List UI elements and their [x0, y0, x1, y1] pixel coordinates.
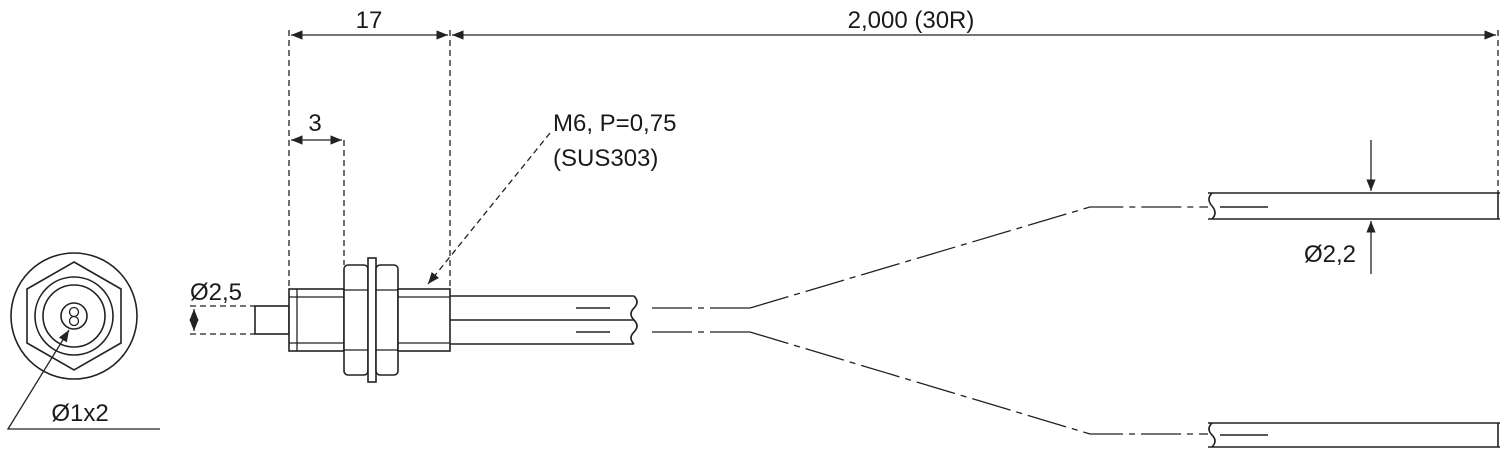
end-view-inner-circle	[42, 284, 106, 348]
head-length-label: 17	[356, 7, 383, 34]
cable-near-head	[450, 206, 1208, 435]
end-view-hex-nut	[26, 261, 122, 371]
cable-route-upper	[749, 206, 1208, 309]
cable-end-upper	[1208, 192, 1500, 220]
fiber-core-upper	[68, 306, 80, 318]
tip-diameter-dimension: Ø2,5	[189, 279, 255, 335]
end-view-tip-circle	[60, 302, 88, 330]
cable-length-label: 2,000 (30R)	[848, 7, 975, 34]
thread-callout: M6, P=0,75 (SUS303)	[427, 110, 676, 285]
end-view-outer-circle	[10, 252, 138, 380]
cable-break-mark	[630, 295, 638, 345]
hex-nut-rear	[375, 264, 399, 376]
cable-diameter-dimension: Ø2,2	[1304, 140, 1376, 274]
thread-spec-line2: (SUS303)	[553, 145, 658, 172]
end-view: Ø1x2	[6, 252, 160, 430]
end-view-thread-circle	[34, 276, 114, 356]
washer	[367, 257, 377, 383]
thread-spec-line1: M6, P=0,75	[553, 110, 676, 137]
threaded-sleeve-rear	[397, 288, 451, 352]
cable-diameter-label: Ø2,2	[1304, 241, 1356, 268]
length-dimensions: 17 2,000 (30R) 3	[288, 7, 1499, 289]
fiber-core-label: Ø1x2	[51, 400, 108, 427]
fiber-core-lower	[68, 315, 80, 327]
cable-route-lower	[749, 331, 1208, 435]
tip-diameter-label: Ø2,5	[190, 279, 242, 306]
tip-length-label: 3	[308, 110, 321, 137]
sensor-head	[254, 257, 451, 383]
cable-end-lower	[1208, 422, 1500, 448]
fiber-core-leader	[6, 329, 160, 430]
cable-break-mark	[1208, 192, 1216, 220]
sensing-tip	[254, 305, 290, 335]
cable-break-mark	[1208, 422, 1216, 448]
hex-nut-front	[343, 264, 369, 376]
thread-leader-line	[427, 132, 551, 285]
